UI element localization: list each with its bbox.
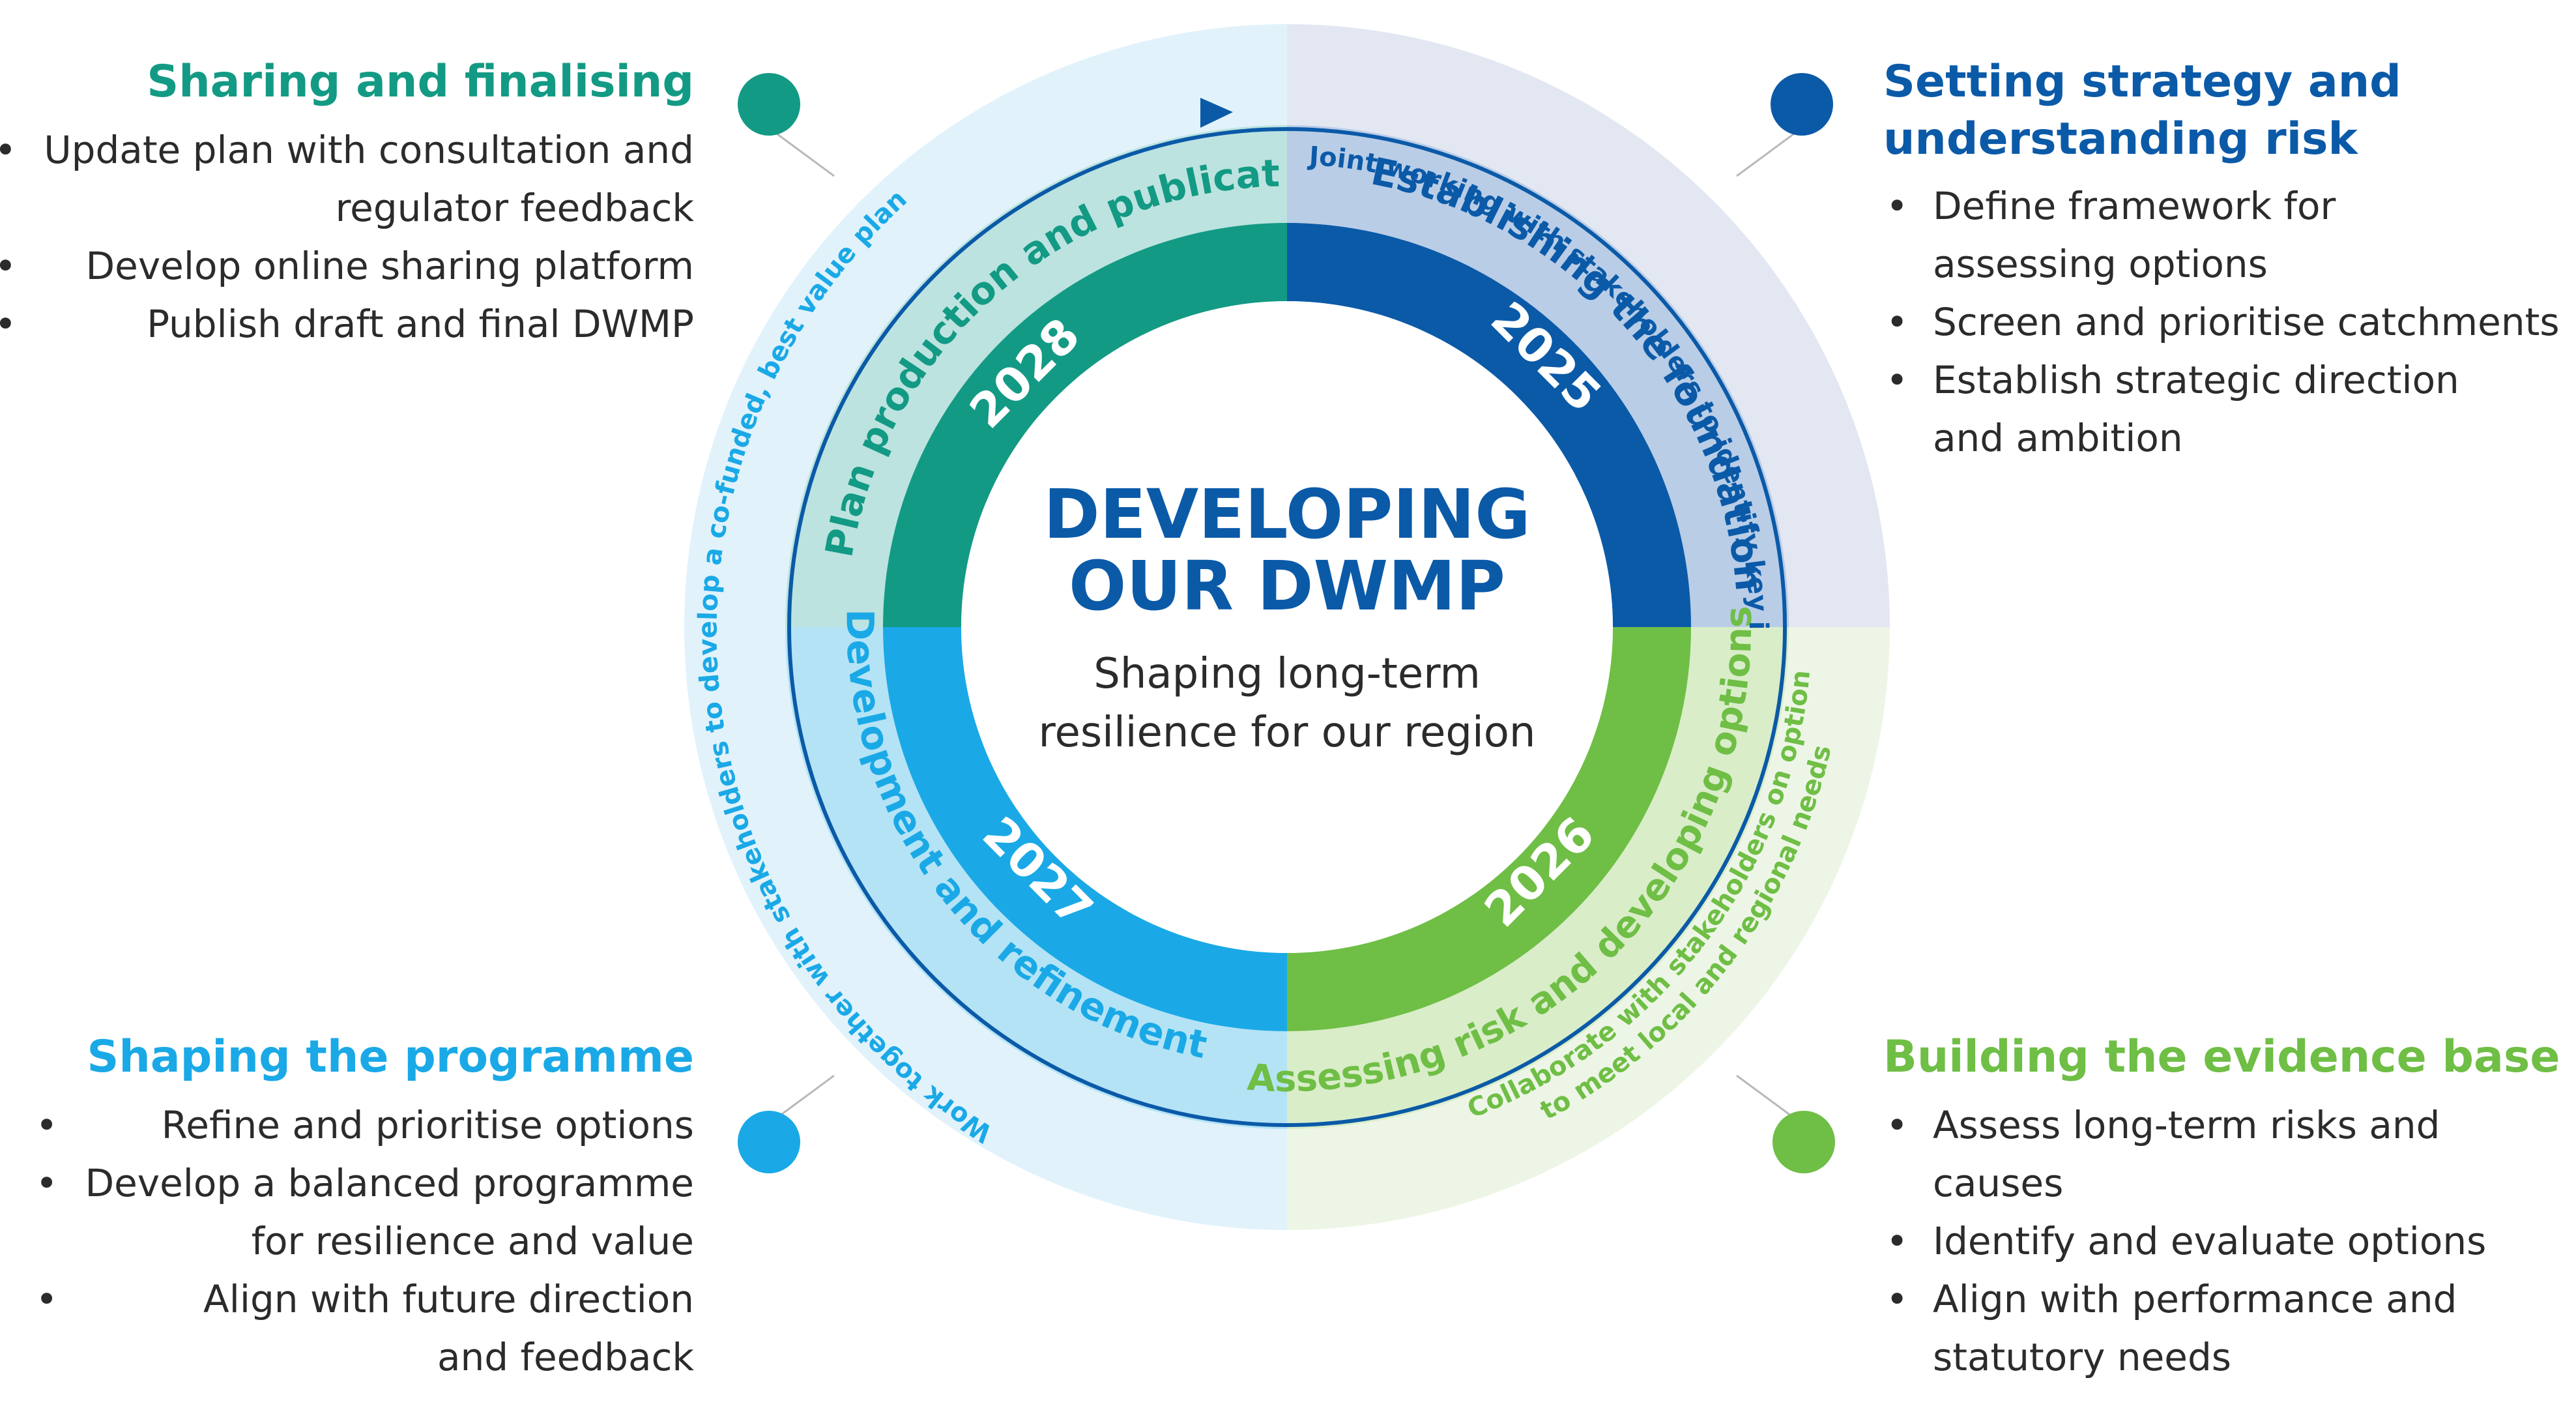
list-item: Assess long-term risks and causes (1883, 1096, 2576, 1212)
panel-sharing-finalising: Sharing and finalising Update plan with … (0, 53, 694, 353)
list-item: Establish strategic direction and ambiti… (1883, 351, 2560, 467)
list-item: Develop online sharing platform (0, 237, 694, 295)
center-title-line2: OUR DWMP (1069, 546, 1505, 626)
list-item: Define framework for assessing options (1883, 177, 2560, 293)
panel-title: Building the evidence base (1883, 1031, 2560, 1083)
list-item: Develop a balanced programme for resilie… (35, 1154, 694, 1270)
list-item: Align with future direction and feedback (35, 1270, 694, 1386)
center-title-line1: DEVELOPING (1043, 475, 1530, 554)
center-subtitle-line2: resilience for our region (1039, 709, 1536, 757)
year-ring (883, 223, 1691, 1031)
list-item: Publish draft and final DWMP (0, 295, 694, 353)
panel-shaping-programme: Shaping the programme Refine and priorit… (35, 1029, 694, 1386)
arrow-icon (1200, 98, 1233, 128)
list-item: Screen and prioritise catchments (1883, 293, 2560, 351)
panel-evidence-base: Building the evidence base Assess long-t… (1883, 1029, 2576, 1386)
list-item: Align with performance and statutory nee… (1883, 1270, 2576, 1386)
panel-title: Sharing and finalising (147, 56, 694, 108)
dot-teal (738, 73, 800, 136)
dot-green (1773, 1111, 1835, 1173)
dot-sky (738, 1111, 800, 1173)
dot-navy (1771, 73, 1833, 136)
list-item: Refine and prioritise options (35, 1096, 694, 1154)
list-item: Identify and evaluate options (1883, 1212, 2576, 1270)
panel-title: Shaping the programme (87, 1031, 694, 1083)
center-subtitle-line1: Shaping long-term (1093, 650, 1481, 698)
cycle-ring (787, 127, 1787, 1127)
connectors (738, 73, 1835, 1173)
list-item: Update plan with consultation and regula… (0, 121, 694, 237)
